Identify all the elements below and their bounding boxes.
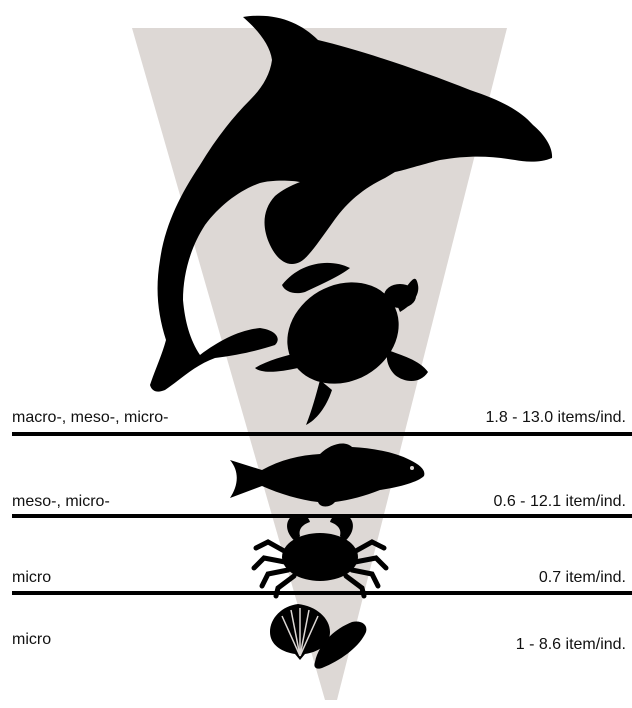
tier-3-category: micro: [12, 570, 51, 586]
tier-2-category: meso-, micro-: [12, 494, 110, 510]
tier-divider: [12, 591, 632, 595]
tier-1-range: 1.8 - 13.0 items/ind.: [485, 410, 626, 426]
tier-divider: [12, 432, 632, 436]
tier-3-range: 0.7 item/ind.: [539, 570, 626, 586]
tier-4-category: micro: [12, 632, 51, 648]
tier-divider: [12, 514, 632, 518]
tier-2-range: 0.6 - 12.1 item/ind.: [493, 494, 626, 510]
tier-1-category: macro-, meso-, micro-: [12, 410, 168, 426]
tier-4-range: 1 - 8.6 item/ind.: [516, 637, 626, 653]
